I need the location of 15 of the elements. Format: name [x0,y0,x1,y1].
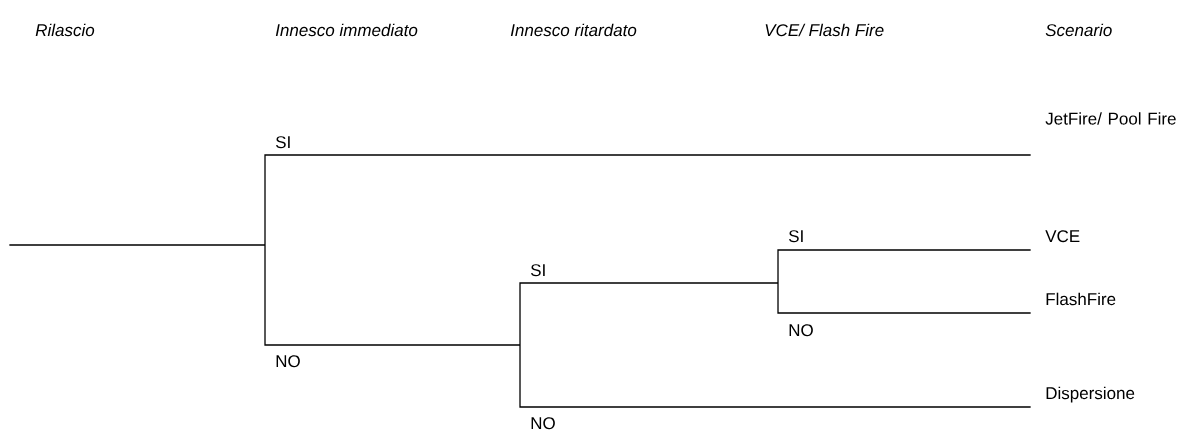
outcome-label: FlashFire [1046,292,1116,306]
column-header: Rilascio [35,23,95,37]
branch-label: NO [276,355,300,368]
column-header: Innesco immediato [275,23,418,37]
branch-label: SI [789,230,803,243]
column-header: Scenario [1045,23,1112,37]
column-header: VCE/ Flash Fire [765,23,884,37]
branch-label: NO [789,324,813,337]
outcome-label: JetFire/ Pool Fire [1045,112,1176,125]
branch-label: NO [531,417,555,430]
outcome-label: Dispersione [1046,386,1135,403]
branch-label: SI [531,264,545,277]
outcome-label: VCE [1045,230,1080,243]
column-header: Innesco ritardato [510,23,637,37]
branch-label: SI [275,136,290,149]
